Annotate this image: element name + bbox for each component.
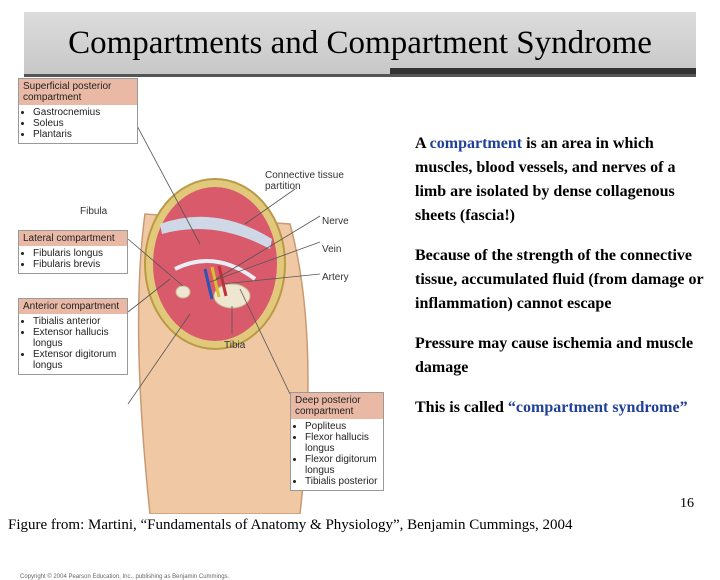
leg-illustration (127, 121, 321, 515)
connective-tissue-callout: Connective tissue partition (265, 170, 344, 192)
deep-header: Deep posterior compartment (291, 393, 383, 419)
tibia-callout: Tibia (224, 340, 246, 351)
slide-title: Compartments and Compartment Syndrome (68, 25, 652, 61)
list-item: Extensor hallucis longus (33, 327, 127, 349)
list-item: Popliteus (305, 421, 383, 432)
list-item: Fibularis brevis (33, 259, 127, 270)
anterior-header: Anterior compartment (19, 299, 127, 314)
deep-posterior-box: Deep posterior compartment Popliteus Fle… (290, 392, 384, 491)
anterior-compartment-box: Anterior compartment Tibialis anterior E… (18, 298, 128, 375)
lateral-list: Fibularis longus Fibularis brevis (19, 248, 127, 270)
text-fragment: is an area in which muscles, blood vesse… (415, 135, 676, 224)
fibula-callout: Fibula (80, 206, 108, 217)
highlight-syndrome: “compartment syndrome” (507, 399, 688, 416)
vein-vessel (203, 268, 214, 300)
list-item: Tibialis posterior (305, 476, 383, 487)
paragraph-pressure: Pressure may cause ischemia and muscle d… (415, 335, 694, 376)
connective-partition (160, 216, 272, 249)
lateral-header: Lateral compartment (19, 231, 127, 246)
artery-vessel (217, 265, 228, 297)
superficial-posterior-box: Superficial posterior compartment Gastro… (18, 78, 138, 144)
copyright-notice: Copyright © 2004 Pearson Education, Inc.… (20, 574, 230, 580)
vein-callout: Vein (322, 244, 342, 255)
list-item: Flexor hallucis longus (305, 432, 383, 454)
partition-line (174, 259, 257, 281)
paragraph-compartment-definition: A compartment is an area in which muscle… (415, 132, 705, 228)
list-item: Tibialis anterior (33, 316, 127, 327)
title-underline (390, 68, 696, 74)
text-fragment: This is called (415, 399, 508, 416)
lateral-compartment-box: Lateral compartment Fibularis longus Fib… (18, 230, 128, 274)
list-item: Fibularis longus (33, 248, 127, 259)
artery-callout: Artery (322, 272, 349, 283)
page-number: 16 (680, 496, 694, 511)
paragraph-syndrome: This is called “compartment syndrome” (415, 396, 705, 420)
text-fragment: A (415, 135, 430, 152)
leg-cross-section-figure: Superficial posterior compartment Gastro… (0, 74, 400, 580)
paragraph-fluid: Because of the strength of the connectiv… (415, 247, 704, 312)
nerve-fiber (210, 266, 221, 298)
list-item: Gastrocnemius (33, 107, 137, 118)
list-item: Plantaris (33, 129, 137, 140)
superficial-header: Superficial posterior compartment (19, 79, 137, 105)
deep-list: Popliteus Flexor hallucis longus Flexor … (291, 421, 383, 487)
anterior-list: Tibialis anterior Extensor hallucis long… (19, 316, 127, 371)
fibula-bone (175, 285, 191, 299)
list-item: Extensor digitorum longus (33, 349, 127, 371)
body-text: A compartment is an area in which muscle… (415, 132, 705, 436)
list-item: Soleus (33, 118, 137, 129)
superficial-list: Gastrocnemius Soleus Plantaris (19, 107, 137, 140)
nerve-callout: Nerve (322, 216, 349, 227)
figure-credit: Figure from: Martini, “Fundamentals of A… (8, 517, 573, 533)
highlight-compartment: compartment (429, 135, 523, 152)
title-bar: Compartments and Compartment Syndrome (24, 12, 696, 77)
list-item: Flexor digitorum longus (305, 454, 383, 476)
